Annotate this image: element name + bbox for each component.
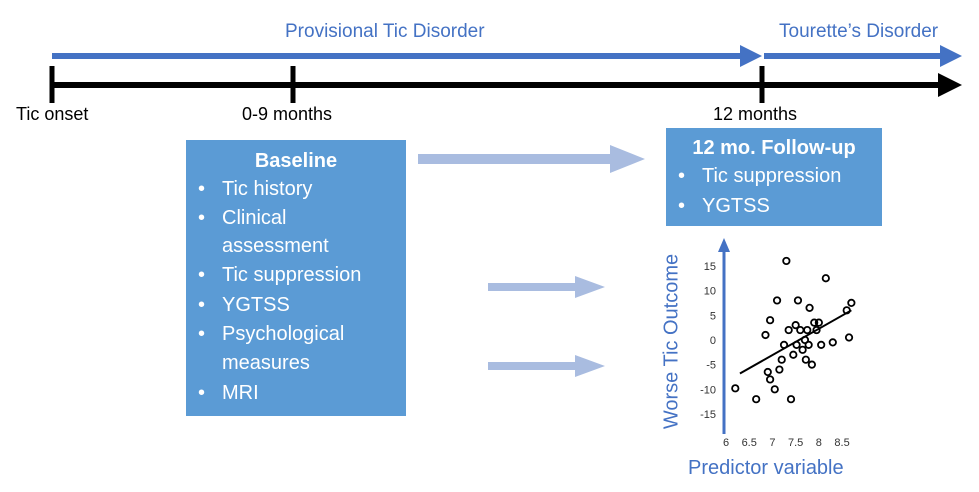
connector-arrow-bottom [488, 355, 605, 377]
followup-box: 12 mo. Follow-up •Tic suppression •YGTSS [666, 128, 882, 226]
data-point [801, 355, 810, 364]
data-point [791, 321, 800, 330]
data-point [752, 395, 761, 404]
data-point [805, 303, 814, 312]
time-axis-arrow [52, 73, 962, 97]
scatter-plot: 15 10 5 0 -5 -10 -15 6 6.5 7 7.5 8 8.5 [700, 238, 856, 449]
tourette-phase-arrow [764, 45, 962, 67]
data-point [731, 384, 740, 393]
connector-arrow-middle [488, 276, 605, 298]
data-point [789, 350, 798, 359]
x-tick-label: 6 [723, 437, 729, 449]
data-point [814, 318, 823, 327]
data-point [782, 256, 791, 266]
provisional-phase-arrow [52, 45, 762, 67]
y-tick-label: 0 [710, 335, 716, 347]
y-axis-label: Worse Tic Outcome [660, 253, 683, 430]
baseline-item: •YGTSS [198, 294, 290, 316]
data-point [847, 298, 856, 308]
data-point [810, 318, 819, 327]
followup-item: •YGTSS [678, 195, 770, 217]
data-point [784, 325, 793, 335]
data-point [761, 330, 770, 340]
data-point [812, 325, 821, 335]
baseline-item: •Clinical assessment [198, 207, 329, 257]
connector-arrow-top [418, 145, 645, 173]
followup-list: •Tic suppression •YGTSS [666, 161, 882, 221]
data-point [766, 316, 775, 325]
data-point [777, 355, 786, 364]
baseline-item: •Tic history [198, 178, 313, 200]
data-point [807, 360, 816, 369]
data-point [763, 367, 772, 377]
baseline-box: Baseline •Tic history •Clinical assessme… [186, 140, 406, 416]
baseline-list: •Tic history •Clinical assessment •Tic s… [186, 174, 406, 408]
phase-label-provisional: Provisional Tic Disorder [285, 21, 485, 42]
x-axis-label: Predictor variable [688, 457, 844, 479]
y-tick-label: 15 [704, 261, 716, 273]
data-point [804, 340, 813, 349]
data-point [772, 296, 782, 305]
y-tick-label: -15 [700, 409, 716, 421]
data-point [786, 395, 796, 404]
baseline-title: Baseline [254, 150, 338, 172]
x-tick-label: 7 [769, 437, 775, 449]
time-label-12-months: 12 months [713, 104, 798, 124]
data-point [828, 338, 837, 347]
data-point [844, 333, 854, 342]
data-point [798, 345, 807, 354]
data-point [775, 365, 784, 374]
baseline-item: •Psychological measures [198, 323, 345, 374]
baseline-item: •Tic suppression [198, 264, 362, 286]
time-label-tic-onset: Tic onset [16, 104, 89, 124]
x-tick-label: 7.5 [788, 437, 803, 449]
scatter-points [731, 256, 856, 404]
x-tick-label: 6.5 [742, 437, 757, 449]
followup-item: •Tic suppression [678, 165, 842, 187]
x-tick-label: 8.5 [834, 437, 849, 449]
data-point [821, 274, 830, 283]
data-point [817, 340, 826, 349]
x-tick-label: 8 [816, 437, 822, 449]
y-tick-label: 10 [704, 286, 716, 298]
data-point [793, 296, 803, 305]
time-label-baseline: 0-9 months [242, 104, 333, 124]
phase-label-tourette: Tourette’s Disorder [779, 21, 939, 42]
x-tick-labels: 6 6.5 7 7.5 8 8.5 [723, 437, 850, 449]
y-tick-label: 5 [710, 310, 716, 322]
data-point [766, 375, 775, 384]
data-point [803, 325, 812, 335]
y-tick-label: -5 [706, 360, 716, 372]
data-point [796, 325, 805, 335]
baseline-item: •MRI [198, 382, 259, 404]
y-tick-label: -10 [700, 384, 716, 396]
y-axis-arrow [718, 238, 730, 434]
trend-line [739, 309, 852, 375]
data-point [770, 385, 779, 394]
followup-title: 12 mo. Follow-up [692, 137, 856, 159]
y-tick-labels: 15 10 5 0 -5 -10 -15 [700, 261, 716, 421]
